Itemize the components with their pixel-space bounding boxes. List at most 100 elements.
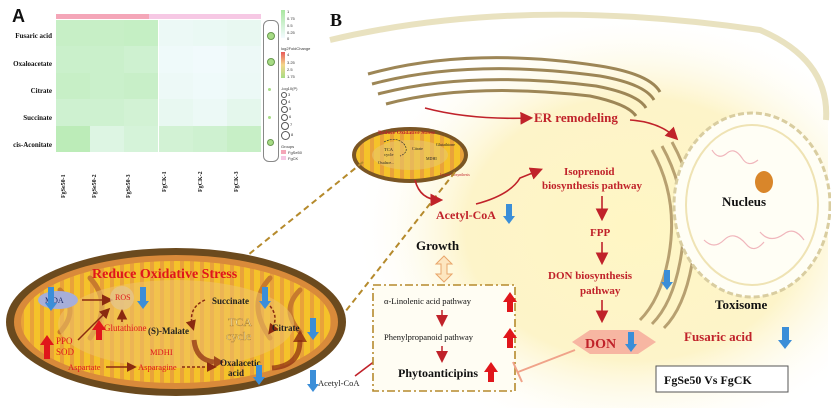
legend-scale-tick: 0.5 bbox=[287, 23, 293, 28]
heatmap-cell bbox=[226, 46, 261, 73]
asparagine-label: Asparagine bbox=[138, 362, 177, 372]
don-pathway-label-1: DON biosynthesis bbox=[548, 270, 633, 282]
fusaric-acid-down-arrow bbox=[778, 327, 792, 349]
legend: 1 0.75 0.5 0.25 0 log2FoldChange 4 3.25 … bbox=[281, 6, 310, 166]
nucleolus bbox=[755, 171, 773, 193]
growth-label: Growth bbox=[416, 238, 460, 253]
legend-logp-circle bbox=[281, 122, 289, 130]
fusaric-acid-label: Fusaric acid bbox=[684, 329, 753, 344]
mito-small-label: Glutathione bbox=[436, 142, 455, 147]
don-label: DON bbox=[585, 337, 616, 352]
legend-logp-tick: 5 bbox=[289, 106, 292, 111]
heatmap-cell bbox=[226, 125, 261, 152]
ppo-label: PPO bbox=[56, 336, 73, 346]
group-bar-fgck bbox=[149, 14, 261, 19]
dot-cis-aconitate bbox=[267, 139, 274, 146]
aspartate-label: Aspartate bbox=[68, 362, 101, 372]
mito-small-label: Lysine biosynthesis bbox=[440, 173, 470, 177]
legend-logfc-tick: 3.25 bbox=[287, 60, 295, 65]
row-label-oxaloacetate: Oxaloacetate bbox=[13, 60, 52, 68]
er-remodeling-label: ER remodeling bbox=[534, 110, 618, 125]
heatmap-cell bbox=[124, 125, 159, 152]
legend-logfc-title: log2FoldChange bbox=[281, 46, 311, 51]
linolenic-up-arrow bbox=[503, 292, 517, 312]
don-shape bbox=[572, 330, 656, 354]
mito-big-title: Reduce Oxidative Stress bbox=[92, 267, 238, 282]
heatmap-cell bbox=[192, 20, 227, 47]
nucleus-label: Nucleus bbox=[722, 194, 766, 209]
toxisome-label: Toxisome bbox=[715, 297, 767, 312]
legend-logp-circle bbox=[281, 99, 287, 105]
heatmap-cell bbox=[90, 20, 125, 47]
er-stack bbox=[367, 56, 662, 117]
mda-down-arrow bbox=[48, 287, 54, 303]
citrate-down-arrow bbox=[307, 318, 319, 340]
cycle-label: cycle bbox=[226, 329, 251, 343]
legend-scale-tick: 0 bbox=[287, 36, 290, 41]
isoprenoid-label-2: biosynthesis pathway bbox=[542, 180, 642, 192]
group-bar-fgse50 bbox=[56, 14, 149, 19]
sod-label: SOD bbox=[56, 347, 75, 357]
panel-b-label: B bbox=[330, 10, 342, 30]
heatmap-cell bbox=[158, 20, 193, 47]
legend-logp-tick: 8 bbox=[291, 132, 294, 137]
legend-scale-tick: 0.25 bbox=[287, 30, 295, 35]
heatmap-cell bbox=[56, 125, 91, 152]
legend-group-fgse50: FgSe50 bbox=[288, 150, 303, 155]
heatmap-cell bbox=[158, 125, 193, 152]
heatmap-cell bbox=[226, 72, 261, 100]
heatmap-cell bbox=[124, 20, 159, 47]
legend-logfc-tick: 2.5 bbox=[287, 67, 293, 72]
panel-a-label: A bbox=[12, 6, 25, 26]
heatmap-cell bbox=[56, 46, 91, 73]
heatmap-cell bbox=[56, 99, 91, 126]
pathway-linolenic: α-Linolenic acid pathway bbox=[384, 296, 472, 306]
mito-small-label: TCA bbox=[384, 147, 394, 152]
heatmap-cell bbox=[124, 46, 159, 73]
legend-logp-circle bbox=[281, 106, 288, 113]
acetyl-coa-down-arrow bbox=[503, 204, 515, 224]
heatmap-cell bbox=[56, 20, 91, 47]
heatmap-cell bbox=[56, 72, 91, 100]
legend-group-title: Groups bbox=[281, 144, 295, 149]
legend-logp-tick: 4 bbox=[288, 99, 291, 104]
dot-succinate bbox=[268, 116, 271, 119]
don-pathway-down-arrow bbox=[661, 270, 673, 290]
heatmap-cell bbox=[90, 46, 125, 73]
heatmap-cell bbox=[124, 99, 159, 126]
acetyl-coa-label: Acetyl-CoA bbox=[436, 208, 496, 222]
legend-scale-tick: 1 bbox=[287, 9, 290, 14]
tca-label: TCA bbox=[228, 315, 252, 329]
arrow-to-isoprenoid bbox=[475, 167, 543, 205]
ros-down-arrow bbox=[137, 287, 149, 309]
row-label-succinate: Succinate bbox=[23, 114, 52, 122]
legend-logp-title: -log10(P) bbox=[281, 86, 298, 91]
pathway-phenylpropanoid: Phenylpropanoid pathway bbox=[384, 332, 474, 342]
heatmap-cell bbox=[90, 125, 125, 152]
heatmap: Fusaric acid Oxaloacetate Citrate Succin… bbox=[0, 0, 310, 250]
legend-logp-circle bbox=[281, 114, 288, 121]
mito-small: Reduce Oxidative Stress TCA cycle Oxalac… bbox=[352, 127, 470, 183]
mito-small-title: Reduce Oxidative Stress bbox=[378, 130, 435, 136]
zoom-connector-left bbox=[247, 161, 364, 256]
dot-fusaric-acid bbox=[267, 32, 275, 40]
row-label-citrate: Citrate bbox=[30, 87, 52, 95]
glutathione-label: Glutathione bbox=[104, 323, 147, 333]
heatmap-cell bbox=[124, 72, 159, 100]
acetyl-coa-bottom-down-arrow bbox=[307, 370, 319, 392]
heatmap-cell bbox=[192, 99, 227, 126]
heatmap-cell bbox=[226, 20, 261, 47]
citrate-label: Citrate bbox=[272, 323, 299, 333]
dot-oxaloacetate bbox=[267, 58, 275, 66]
legend-logp-circle bbox=[281, 131, 290, 140]
don-pathway-label-2: pathway bbox=[580, 285, 621, 297]
oxalacetic-label: Oxalacetic bbox=[220, 358, 260, 368]
legend-group-swatch-fgck bbox=[281, 156, 286, 160]
row-label-cis-aconitate: cis-Aconitate bbox=[13, 141, 52, 149]
heatmap-cell bbox=[158, 72, 193, 100]
heatmap-cell bbox=[158, 46, 193, 73]
mdhi-label: MDHI bbox=[150, 347, 173, 357]
mito-small-label: Oxalace... bbox=[378, 160, 394, 165]
legend-logfc-bar bbox=[281, 52, 285, 78]
legend-logp-circle bbox=[281, 92, 287, 98]
